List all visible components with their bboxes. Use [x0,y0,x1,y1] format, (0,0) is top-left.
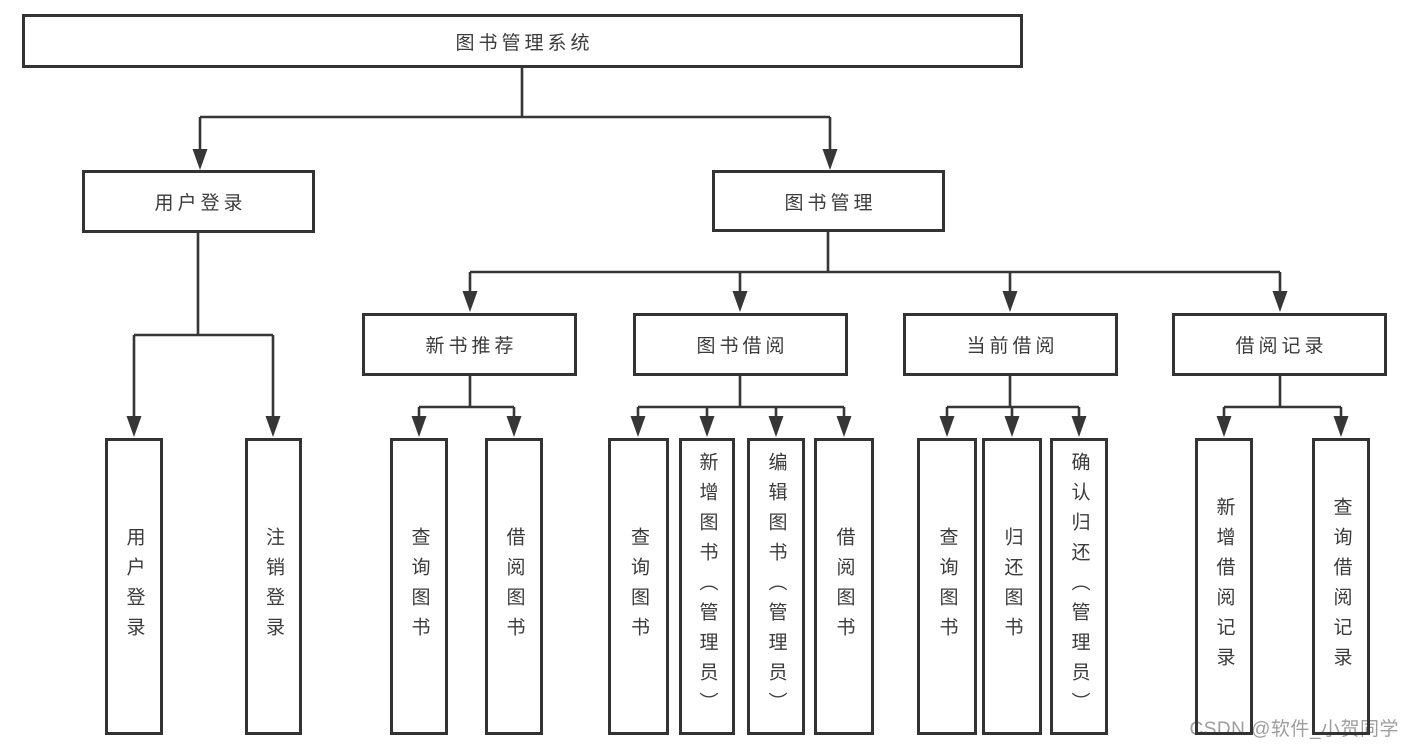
leaf-label: 查询图书 [936,526,958,647]
node-leaf-edit-book-admin: 编辑图书（管理员） [747,438,805,735]
node-leaf-borrow-query-book: 查询图书 [608,438,669,735]
node-root: 图书管理系统 [22,14,1023,68]
leaf-label: 用户登录 [123,526,145,647]
node-leaf-recommend-borrow-book: 借阅图书 [485,438,543,735]
node-leaf-query-borrow-record: 查询借阅记录 [1312,438,1370,735]
leaf-label: 查询借阅记录 [1330,496,1352,677]
leaf-label: 新增图书（管理员） [696,451,718,722]
leaf-label: 确认归还（管理员） [1068,451,1090,722]
node-book-management: 图书管理 [712,170,945,232]
node-leaf-confirm-return-admin: 确认归还（管理员） [1050,438,1108,735]
node-leaf-add-book-admin: 新增图书（管理员） [679,438,735,735]
arrowheads [126,149,1349,437]
leaf-label: 编辑图书（管理员） [765,451,787,722]
node-leaf-return-book: 归还图书 [982,438,1042,735]
node-new-book-recommend: 新书推荐 [362,313,577,376]
leaf-label: 借阅图书 [503,526,525,647]
node-current-borrow: 当前借阅 [903,313,1118,376]
node-leaf-logout: 注销登录 [245,438,302,735]
leaf-label: 借阅图书 [833,526,855,647]
leaf-label: 查询图书 [628,526,649,647]
node-leaf-add-borrow-record: 新增借阅记录 [1195,438,1253,735]
node-leaf-user-login: 用户登录 [105,438,163,735]
leaf-label: 查询图书 [408,526,430,647]
node-borrow-records: 借阅记录 [1172,313,1387,376]
node-book-borrow: 图书借阅 [633,313,848,376]
node-user-login: 用户登录 [82,170,315,233]
node-leaf-recommend-query-book: 查询图书 [390,438,448,735]
node-leaf-borrow-book: 借阅图书 [814,438,874,735]
node-leaf-current-query-book: 查询图书 [917,438,977,735]
leaf-label: 归还图书 [1001,526,1023,647]
leaf-label: 新增借阅记录 [1213,496,1235,677]
leaf-label: 注销登录 [263,526,284,647]
